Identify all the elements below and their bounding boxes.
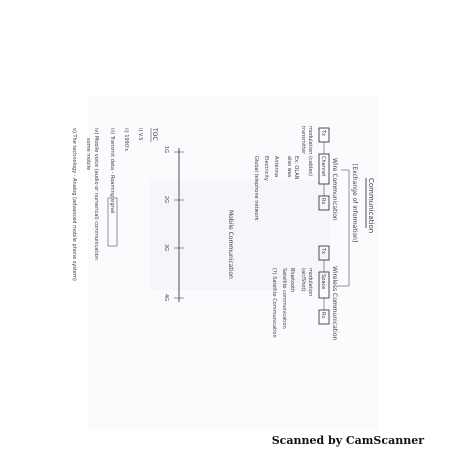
gen-4g: 4G [163,294,169,301]
rotated-handwriting: Communication [Exchange of information] … [71,126,375,341]
wireless-note-2: (air/Shot) [300,268,306,292]
wireless-tx: Tx [320,247,326,254]
gen-1g: 1G [163,146,169,153]
gen-3g: 3G [163,244,169,251]
wireless-note-5: (?) Satellite Communication [271,268,277,338]
list-item-3: iii) Transmit data - Roaming signal [109,128,115,213]
scanner-watermark: Scanned by CamScanner [271,434,424,447]
gen-2g: 2G [163,196,169,203]
subheading: [Exchange of information] [351,164,358,242]
wired-channel: Channel [320,156,326,177]
wireless-note-1: modulation [307,268,313,296]
wired-example-1: Ex: OLAN [293,156,299,180]
wired-note-3: Global telephone network [253,156,259,221]
list-item-4-cont: some mobile [85,138,91,170]
wireless-rx: Rx [320,312,326,318]
list-item-4: iv) Mobile voice (audio or numerical) co… [93,128,99,260]
list-item-5: v) The technology - Analog (advanced mob… [71,128,77,281]
wired-tx-side-1: modulation [307,126,313,154]
paper-bleed [150,180,330,290]
list-item-1: i) V.S [137,128,143,140]
wired-tx-side-2: transmitter [300,126,306,155]
wired-channel-note: (cables) [307,156,313,176]
mobile-title: Mobile Communication [227,210,234,279]
list-title: TOC [151,127,158,141]
wireless-note-3: Bluetooth [289,268,295,292]
wireless-note-4: Satellite communication [281,268,287,329]
wired-title: Wire Communication [331,158,338,221]
wired-note-2: Electricity [263,156,269,181]
wireless-rx-box [318,309,330,325]
roaming-box [107,197,118,247]
list-item-2: ii) 1990's [123,128,129,151]
wired-tx: Tx [320,129,326,136]
wired-rx: Rx [320,198,326,204]
wired-rx-box [318,195,330,211]
wired-note-1: Antenna [273,156,279,177]
scanned-notebook-page: Communication [Exchange of information] … [71,126,375,341]
wireless-title: Wireless Communication [331,266,338,341]
heading: Communication [367,178,375,233]
wired-example-2: also was [286,156,292,178]
wireless-space: Space [320,274,326,289]
